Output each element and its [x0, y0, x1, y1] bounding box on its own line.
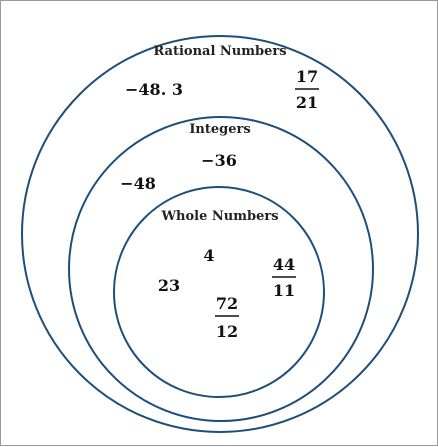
number-neg-48: −48 — [120, 174, 156, 193]
fraction-17-21: 17 21 — [295, 67, 319, 112]
fraction-denominator: 12 — [216, 322, 238, 341]
integers-circle — [68, 116, 374, 422]
fraction-denominator: 21 — [296, 93, 318, 112]
rational-numbers-circle — [21, 35, 419, 433]
number-4: 4 — [203, 246, 214, 265]
whole-numbers-circle — [113, 186, 325, 398]
fraction-72-12: 72 12 — [215, 294, 239, 341]
fraction-numerator: 72 — [216, 294, 238, 313]
fraction-denominator: 11 — [273, 281, 295, 300]
number-neg-36: −36 — [201, 151, 237, 170]
fraction-44-11: 44 11 — [272, 255, 296, 300]
number-23: 23 — [158, 276, 180, 295]
fraction-numerator: 44 — [273, 255, 295, 274]
rational-numbers-label: Rational Numbers — [153, 44, 286, 59]
integers-label: Integers — [189, 122, 250, 137]
number-neg-48-point-3: −48. 3 — [125, 80, 183, 99]
whole-numbers-label: Whole Numbers — [160, 209, 278, 224]
fraction-numerator: 17 — [296, 67, 318, 86]
